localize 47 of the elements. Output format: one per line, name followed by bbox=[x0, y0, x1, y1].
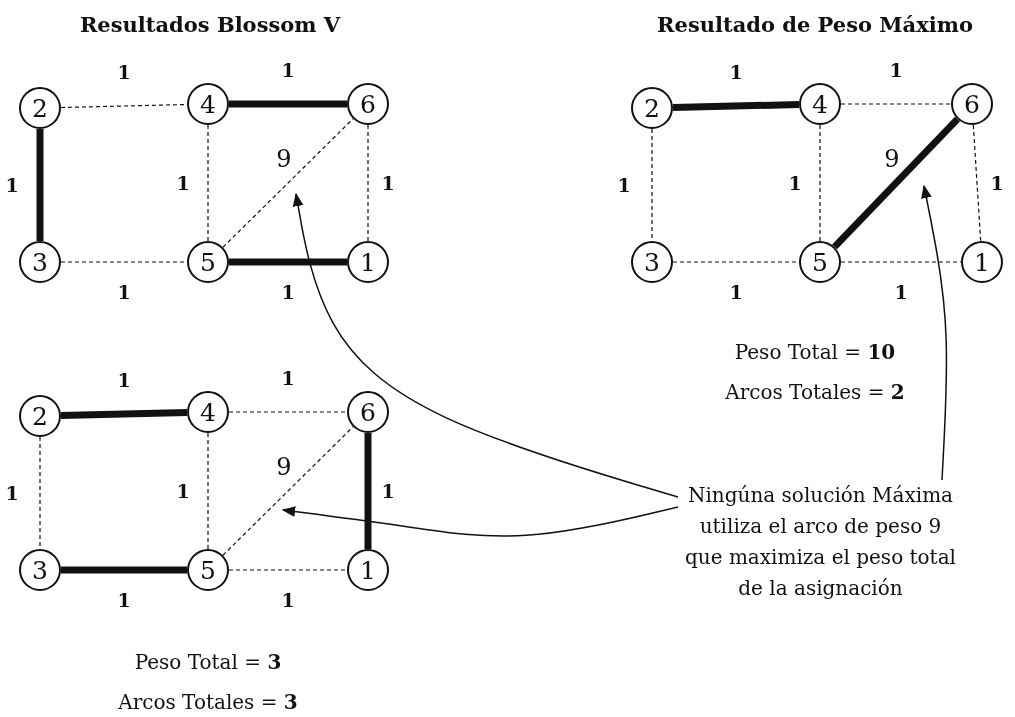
graph-title: Resultado de Peso Máximo bbox=[657, 11, 973, 37]
matched-edge bbox=[36, 129, 44, 241]
graph-edge bbox=[228, 411, 348, 413]
vertex-circle: 4 bbox=[187, 391, 229, 433]
vertex-circle: 1 bbox=[347, 241, 389, 283]
edge-weight: 9 bbox=[275, 453, 293, 481]
matched-edge bbox=[61, 566, 187, 574]
graph-edge bbox=[819, 124, 821, 242]
matched-edge bbox=[672, 101, 800, 111]
vertex-circle: 3 bbox=[19, 549, 61, 591]
vertex-circle: 5 bbox=[799, 241, 841, 283]
graph-edge bbox=[228, 569, 348, 571]
result-text: Arcos Totales = 3 bbox=[118, 690, 298, 714]
vertex-circle: 2 bbox=[631, 87, 673, 129]
matched-edge bbox=[364, 433, 372, 549]
vertex-circle: 6 bbox=[347, 391, 389, 433]
vertex-circle: 6 bbox=[951, 83, 993, 125]
graph-edge bbox=[367, 124, 369, 242]
leader-arrow bbox=[292, 192, 679, 498]
graph-edge bbox=[207, 432, 209, 550]
matched-edge bbox=[60, 409, 188, 419]
graph-edge bbox=[207, 124, 209, 242]
matched-edge bbox=[229, 258, 347, 266]
vertex-circle: 1 bbox=[347, 549, 389, 591]
vertex-circle: 4 bbox=[799, 83, 841, 125]
matched-edge bbox=[229, 100, 347, 108]
graph-edge bbox=[972, 124, 982, 242]
annotation-text: Ningúna solución Máxima utiliza el arco de peso 9 que maximiza el peso total de la asignación bbox=[678, 480, 963, 604]
vertex-circle: 1 bbox=[961, 241, 1003, 283]
result-text: Peso Total = 10 bbox=[734, 340, 896, 364]
vertex-circle: 6 bbox=[347, 83, 389, 125]
leader-arrow bbox=[921, 184, 948, 481]
result-text: Peso Total = 3 bbox=[134, 650, 282, 674]
vertex-circle: 2 bbox=[19, 395, 61, 437]
vertex-circle: 5 bbox=[187, 549, 229, 591]
edge-weight: 9 bbox=[883, 145, 901, 173]
graph-edge bbox=[840, 103, 952, 105]
edge-weight: 9 bbox=[275, 145, 293, 173]
leader-arrow bbox=[281, 506, 679, 537]
vertex-circle: 5 bbox=[187, 241, 229, 283]
vertex-circle: 2 bbox=[19, 87, 61, 129]
vertex-circle: 3 bbox=[19, 241, 61, 283]
vertex-circle: 3 bbox=[631, 241, 673, 283]
graph-title: Resultados Blossom V bbox=[79, 11, 341, 37]
matched-edge bbox=[832, 116, 960, 250]
vertex-circle: 4 bbox=[187, 83, 229, 125]
result-text: Arcos Totales = 2 bbox=[725, 380, 905, 404]
